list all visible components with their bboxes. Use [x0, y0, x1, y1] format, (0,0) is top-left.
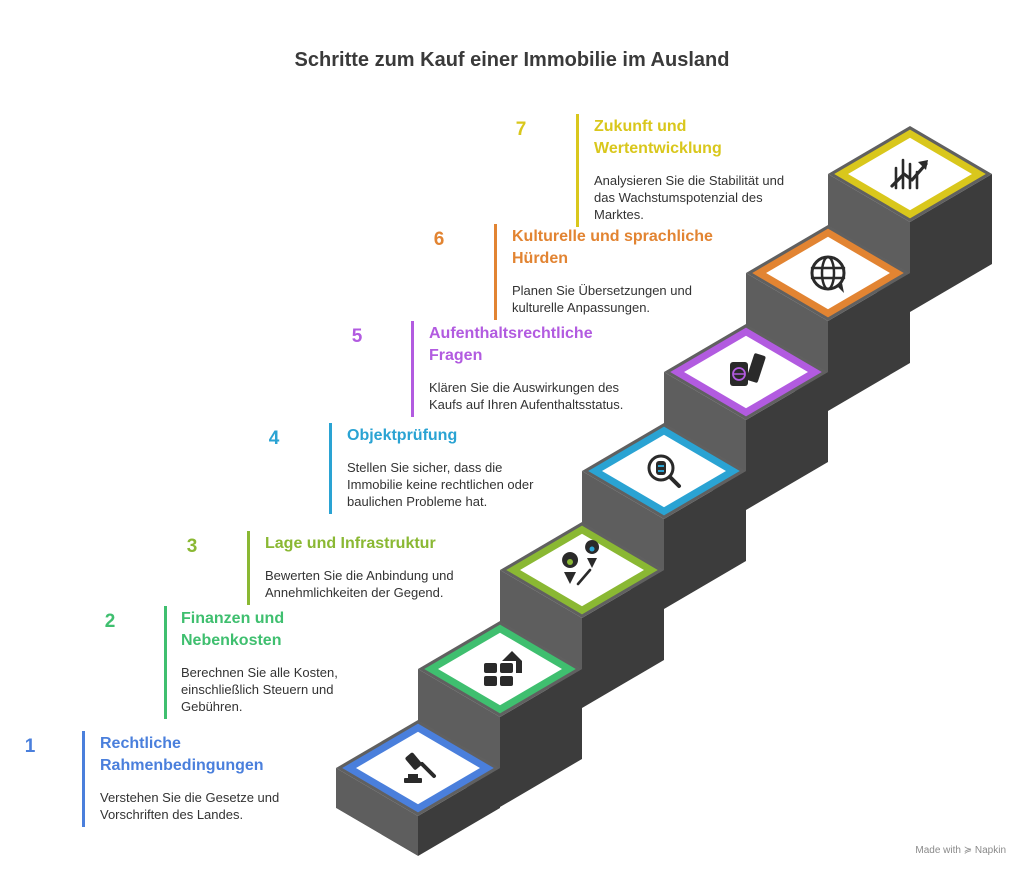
step-accent-bar	[494, 224, 497, 320]
magnifier-building-icon	[647, 454, 681, 488]
step-accent-bar	[329, 423, 332, 514]
step-accent-bar	[82, 731, 85, 827]
step-title: Objektprüfung	[347, 427, 458, 444]
step-number: 3	[186, 536, 198, 557]
step-number: 6	[433, 229, 445, 250]
calculator-house-icon	[484, 651, 522, 686]
step-title: Lage und Infrastruktur	[265, 535, 436, 552]
step-number: 1	[24, 736, 36, 757]
step-side	[500, 669, 582, 807]
footer-credit: Made with ≽ Napkin	[915, 845, 1006, 856]
step-side	[828, 273, 910, 411]
step-number: 7	[515, 119, 527, 140]
location-pins-icon	[562, 540, 600, 586]
step-block-1	[336, 720, 500, 856]
step-side	[664, 471, 746, 609]
step-side	[582, 570, 664, 708]
step-side	[910, 174, 992, 312]
step-accent-bar	[164, 606, 167, 719]
step-side	[746, 372, 828, 510]
step-highlight	[752, 228, 904, 318]
step-accent-bar	[247, 531, 250, 605]
step-highlight	[506, 525, 658, 615]
step-block-6	[746, 225, 910, 411]
step-accent-bar	[576, 114, 579, 227]
globe-chat-icon	[810, 255, 846, 293]
passport-icon	[730, 353, 766, 386]
step-side	[418, 768, 500, 856]
step-block-3	[500, 522, 664, 708]
step-accent-bar	[411, 321, 414, 417]
step-number: 4	[268, 428, 280, 449]
gavel-icon	[404, 752, 436, 783]
step-number: 2	[104, 611, 116, 632]
step-description: Berechnen Sie alle Kosten,einschließlich…	[181, 665, 338, 714]
step-number: 5	[351, 326, 363, 347]
step-riser	[336, 768, 418, 856]
growth-chart-icon	[890, 158, 928, 190]
page-title: Schritte zum Kauf einer Immobilie im Aus…	[294, 49, 730, 71]
